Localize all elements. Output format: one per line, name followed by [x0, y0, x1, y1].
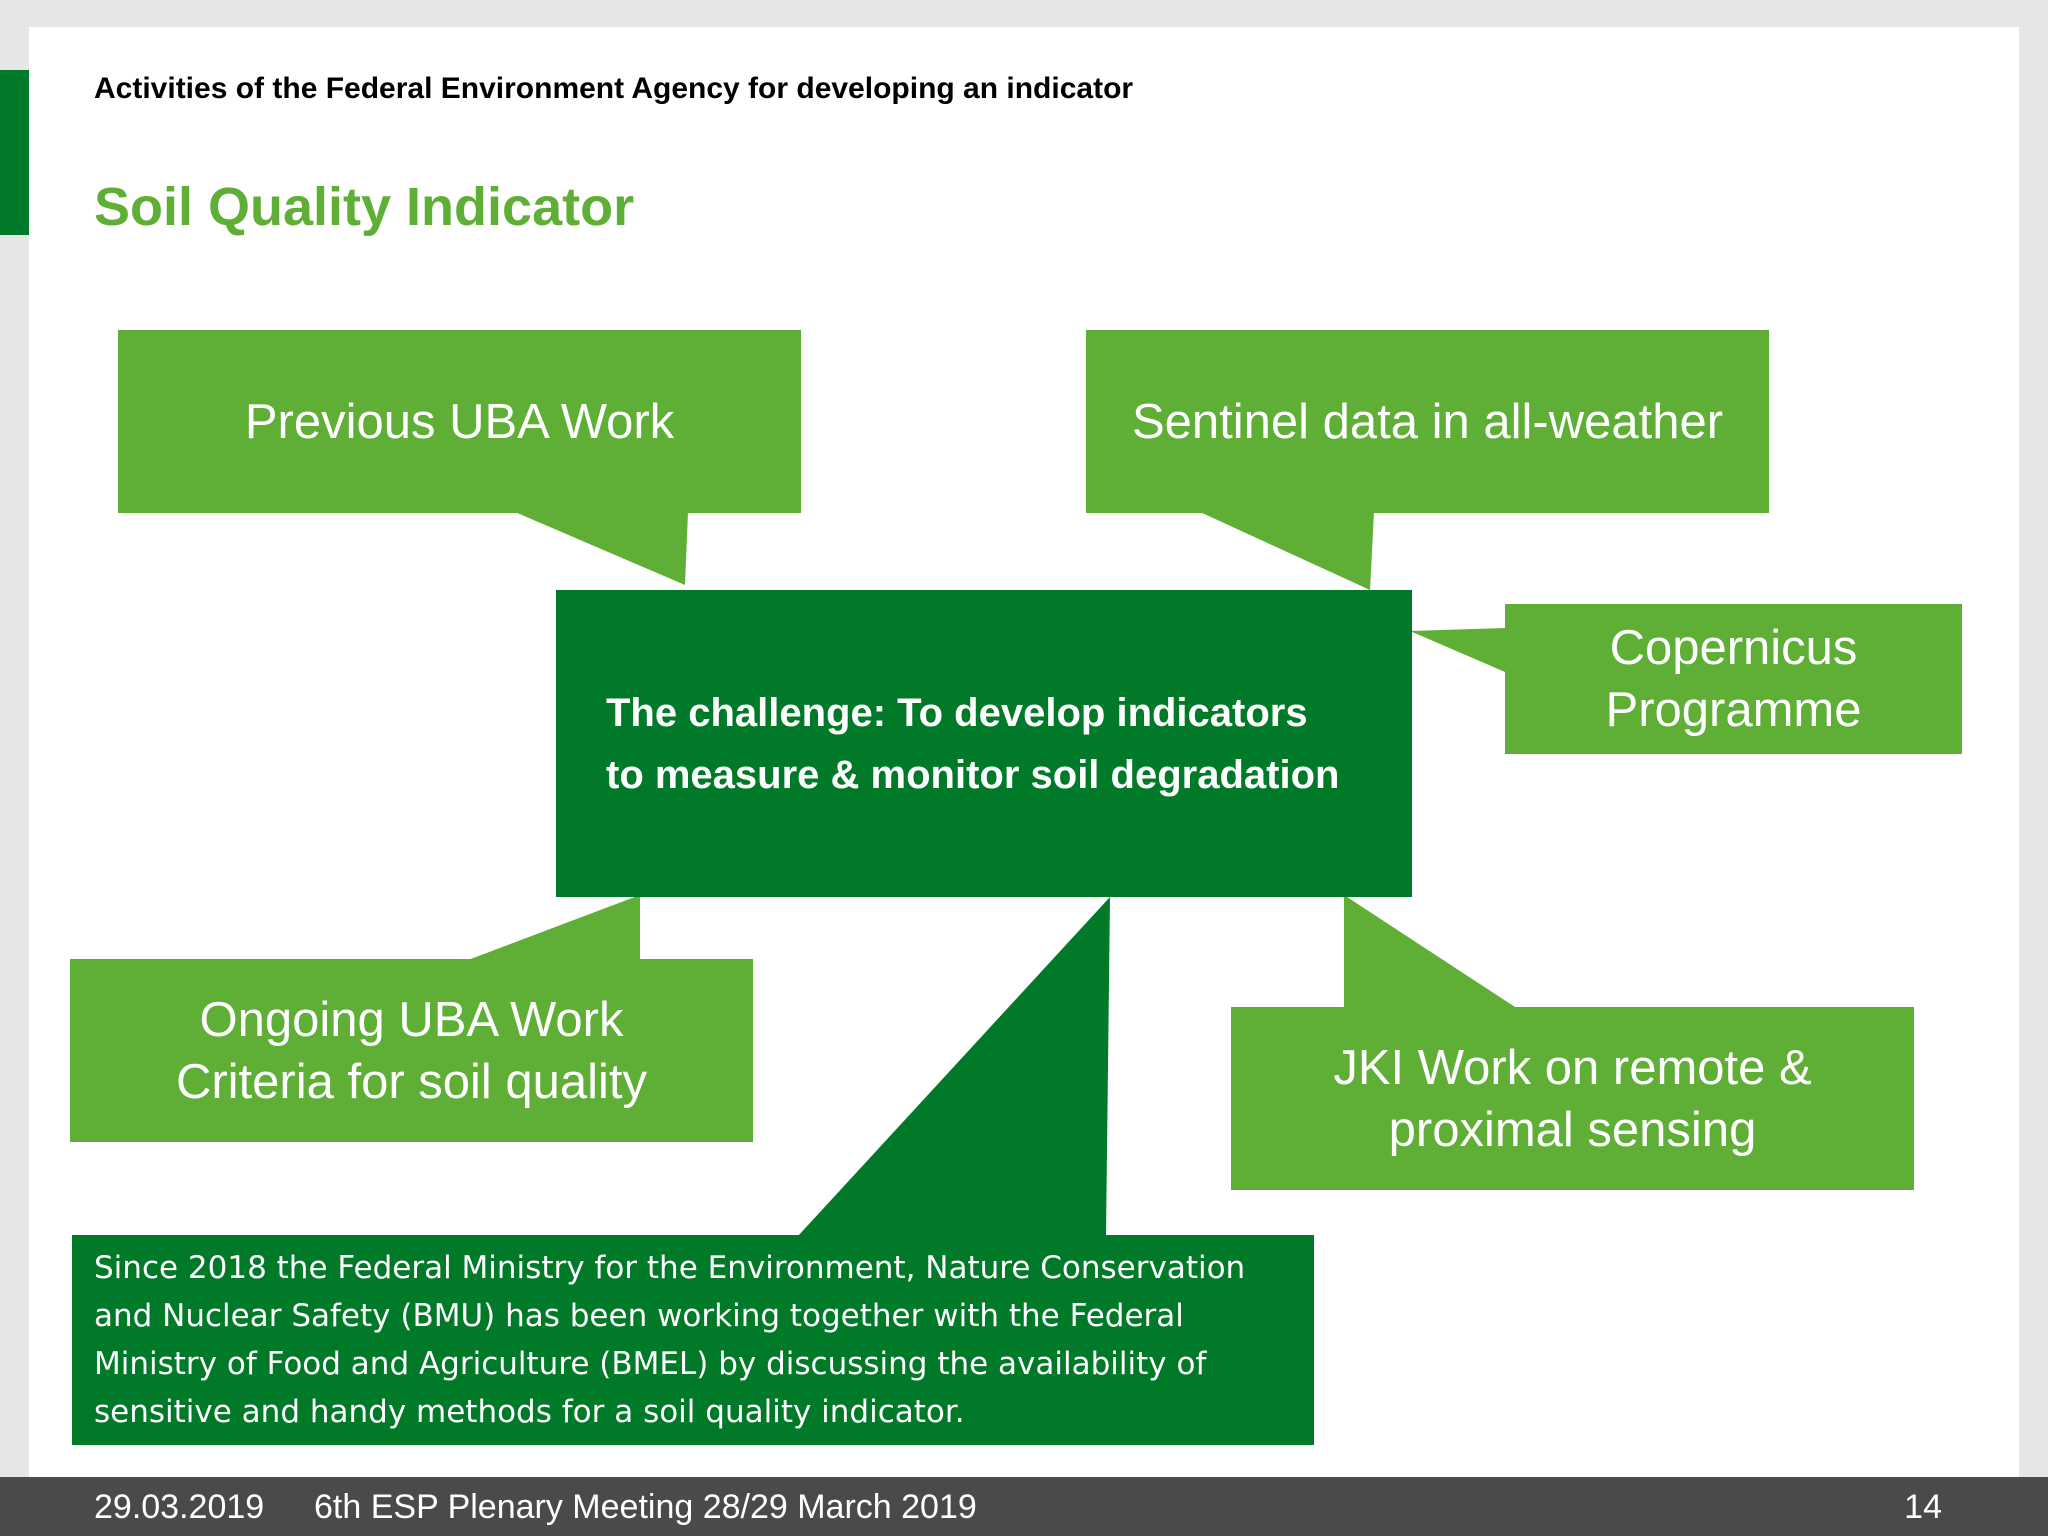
header-title: Activities of the Federal Environment Ag…: [94, 72, 1134, 105]
connector-jki: [1344, 895, 1515, 1007]
accent-bar: [0, 70, 29, 235]
ministry-note-text: Since 2018 the Federal Ministry for the …: [94, 1250, 1246, 1430]
node-sentinel-data: Sentinel data in all-weather: [1086, 330, 1769, 513]
node-ongoing-uba-work: Ongoing UBA Work Criteria for soil quali…: [70, 959, 753, 1142]
node-label-line-1: JKI Work on remote &: [1333, 1040, 1812, 1095]
node-label-line-1: Copernicus: [1609, 621, 1858, 675]
node-label: Previous UBA Work: [244, 394, 675, 449]
page-number: 14: [1904, 1488, 1942, 1526]
node-jki-work: JKI Work on remote & proximal sensing: [1231, 1007, 1914, 1190]
node-label: Sentinel data in all-weather: [1131, 394, 1724, 449]
challenge-line-2: to measure & monitor soil degradation: [606, 752, 1340, 797]
footer-date: 29.03.2019: [94, 1488, 265, 1526]
challenge-box: The challenge: To develop indicators to …: [556, 590, 1412, 897]
connector-previous: [515, 512, 688, 585]
node-label-line-2: Criteria for soil quality: [175, 1054, 648, 1109]
node-previous-uba-work: Previous UBA Work: [118, 330, 801, 513]
challenge-line-1: The challenge: To develop indicators: [606, 690, 1308, 735]
node-label-line-1: Ongoing UBA Work: [199, 992, 624, 1047]
node-label-line-2: Programme: [1605, 683, 1862, 737]
connector-sentinel: [1200, 512, 1374, 590]
footer-bar: 29.03.2019 6th ESP Plenary Meeting 28/29…: [0, 1477, 2048, 1536]
node-copernicus: Copernicus Programme: [1505, 604, 1962, 754]
node-label-line-2: proximal sensing: [1388, 1102, 1757, 1157]
connector-copernicus: [1410, 628, 1505, 672]
ministry-note-box: Since 2018 the Federal Ministry for the …: [72, 1235, 1314, 1445]
connector-ongoing: [468, 895, 640, 960]
slide-title: Soil Quality Indicator: [94, 177, 635, 237]
connector-ministry: [798, 897, 1110, 1236]
footer-event: 6th ESP Plenary Meeting 28/29 March 2019: [314, 1488, 977, 1526]
